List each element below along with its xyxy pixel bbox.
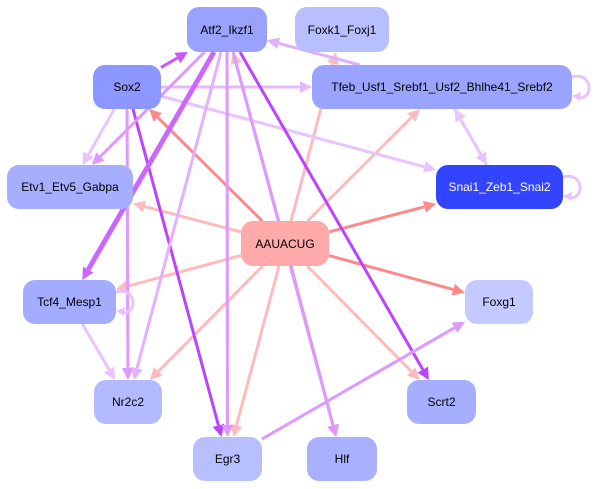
edge-aauacug-to-etv1 [133, 200, 242, 234]
node-foxg1[interactable]: Foxg1 [465, 280, 533, 324]
edge-aauacug-to-nr2c2 [149, 264, 264, 380]
edge-aauacug-to-egr3 [230, 265, 281, 437]
node-aauacug[interactable]: AAUACUG [241, 221, 329, 266]
edge-atf2-to-tcf4 [82, 50, 217, 280]
edge-aauacug-to-scrt2 [306, 264, 420, 380]
edge-egr3-to-foxg1 [261, 321, 465, 441]
node-nr2c2[interactable]: Nr2c2 [94, 380, 162, 424]
edge-tfeb-to-atf2 [267, 37, 361, 67]
edge-tcf4-to-nr2c2 [81, 323, 116, 380]
node-snai1-zeb1-snai2[interactable]: Snai1_Zeb1_Snai2 [436, 165, 563, 209]
edge-aauacug-to-tcf4 [116, 253, 242, 293]
edge-aauacug-to-foxg1 [328, 254, 465, 296]
edge-aauacug-to-snai1 [328, 200, 436, 234]
edge-snai1-to-tfeb [454, 109, 489, 166]
node-scrt2[interactable]: Scrt2 [407, 380, 476, 424]
edge-snai1-to-snai1 [562, 174, 582, 201]
edge-atf2-to-scrt2 [238, 51, 429, 380]
node-tfeb-cluster[interactable]: Tfeb_Usf1_Srebf1_Usf2_Bhlhe41_Srebf2 [312, 65, 572, 109]
node-atf2-ikzf1[interactable]: Atf2_Ikzf1 [187, 7, 267, 52]
edge-tfeb-to-tfeb [571, 74, 591, 101]
edge-aauacug-to-sox2 [149, 109, 264, 223]
edge-sox2-to-atf2 [160, 52, 188, 69]
edge-sox2-to-egr3 [131, 108, 225, 437]
node-sox2[interactable]: Sox2 [93, 65, 161, 109]
node-hlf[interactable]: Hlf [307, 437, 377, 481]
node-etv1-etv5-gabpa[interactable]: Etv1_Etv5_Gabpa [7, 165, 133, 209]
edge-sox2-to-etv1 [82, 108, 116, 165]
edge-atf2-to-nr2c2 [131, 51, 223, 380]
edge-sox2-to-tfeb [161, 81, 312, 93]
node-tcf4-mesp1[interactable]: Tcf4_Mesp1 [23, 280, 116, 324]
node-foxk1-foxj1[interactable]: Foxk1_Foxj1 [295, 7, 389, 52]
edge-tcf4-to-tcf4 [115, 289, 135, 316]
node-egr3[interactable]: Egr3 [193, 437, 262, 481]
edge-atf2-to-egr3 [221, 51, 234, 437]
edge-aauacug-to-tfeb [306, 109, 420, 223]
edge-sox2-to-nr2c2 [121, 108, 134, 380]
